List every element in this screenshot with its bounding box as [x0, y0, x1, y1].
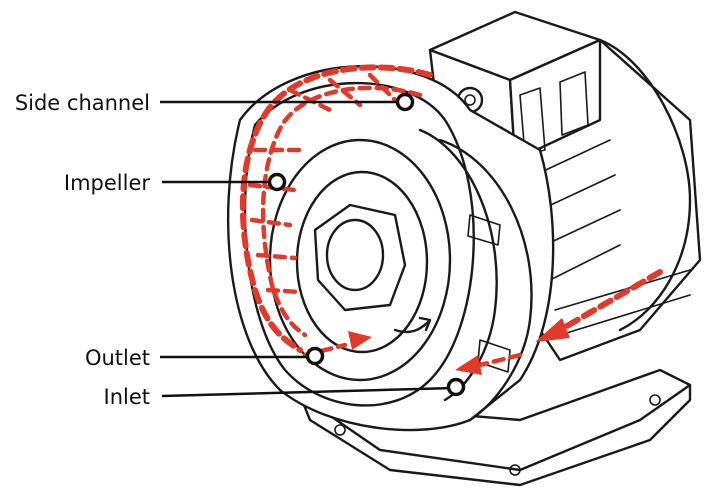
side-channel-marker: [395, 92, 415, 112]
inlet-label: Inlet: [104, 385, 151, 409]
outlet-marker: [305, 346, 325, 366]
side-channel-label: Side channel: [15, 91, 150, 115]
outlet-label: Outlet: [85, 346, 150, 370]
callouts: [160, 92, 466, 398]
air-flow-path: [239, 64, 663, 375]
impeller-marker: [267, 172, 287, 192]
impeller-label: Impeller: [64, 171, 150, 195]
impeller-hub: [268, 138, 452, 382]
inlet-marker: [446, 377, 466, 397]
inlet-leader: [161, 386, 455, 398]
